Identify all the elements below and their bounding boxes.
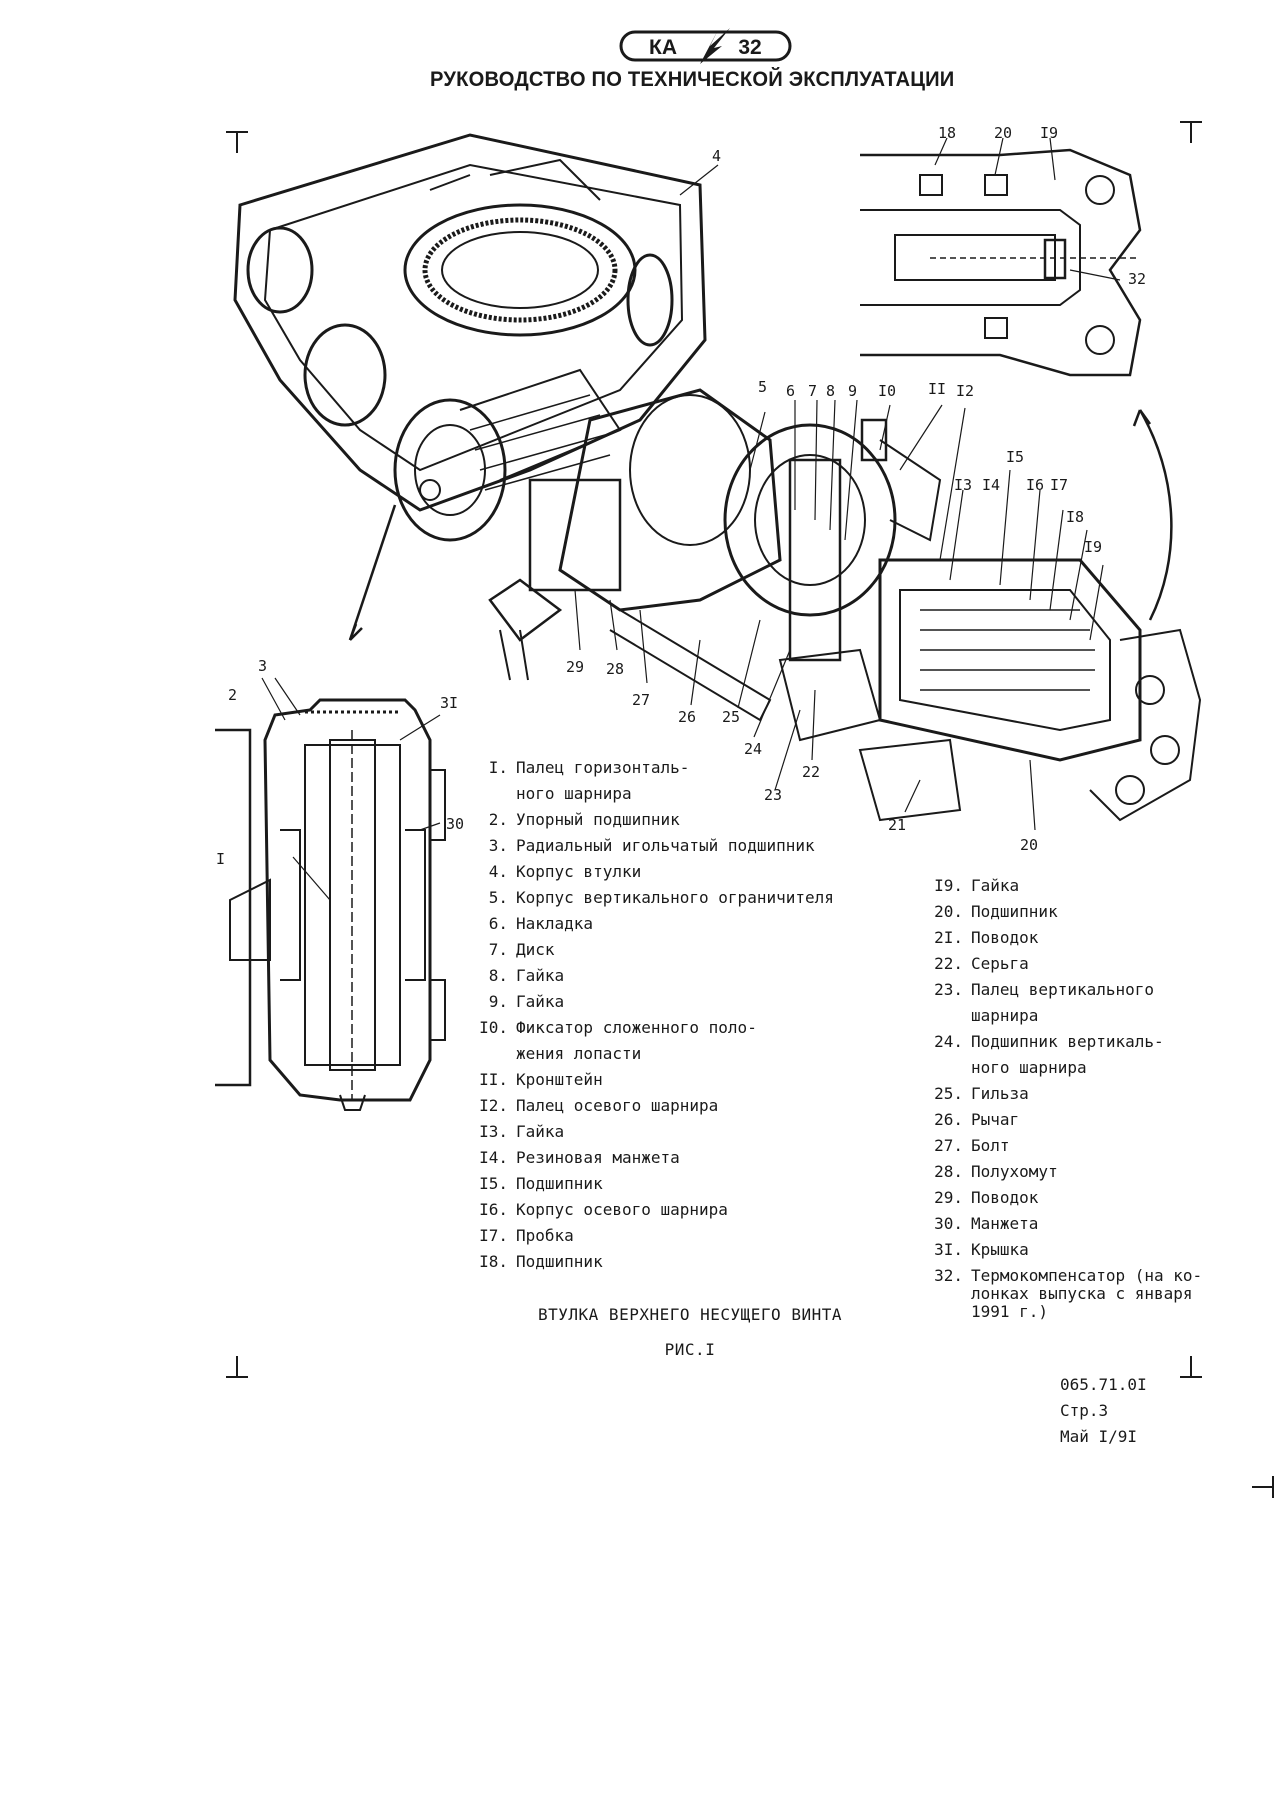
logo-text-left: КА <box>649 36 677 59</box>
thermo-compensator-inset <box>860 148 1173 621</box>
legend-item: I4.Резиновая манжета <box>479 1148 680 1167</box>
legend-item: 32.Термокомпенсатор (на ко- лонках выпус… <box>934 1266 1203 1321</box>
callout-19-inset: I9 <box>1040 124 1059 142</box>
parts-legend-right: I9.Гайка 20.Подшипник 2I.Поводок 22.Серь… <box>925 873 1202 1321</box>
hub-housing <box>233 133 707 512</box>
legend-item: I9.Гайка <box>934 876 1020 895</box>
horizontal-hinge <box>393 368 622 542</box>
callout-30: 30 <box>446 815 465 833</box>
legend-item: 24.Подшипник вертикаль- ного шарнира <box>934 1032 1164 1077</box>
legend-item: 26.Рычаг <box>934 1110 1020 1129</box>
legend-item: 5.Корпус вертикального ограничителя <box>488 888 834 907</box>
legend-item: I.Палец горизонталь- ного шарнира <box>488 758 690 803</box>
callout-5: 5 <box>758 378 768 396</box>
legend-item: 25.Гильза <box>934 1084 1029 1103</box>
callout-8: 8 <box>826 382 836 400</box>
crop-mark-bottom-right <box>1180 1356 1202 1378</box>
callout-27: 27 <box>632 691 651 709</box>
callout-15: I5 <box>1006 448 1025 466</box>
callout-20: 20 <box>1020 836 1039 854</box>
legend-item: 28.Полухомут <box>934 1162 1058 1181</box>
figure-number: РИС.I <box>664 1340 716 1359</box>
legend-item: 27.Болт <box>934 1136 1010 1155</box>
callout-29: 29 <box>566 658 585 676</box>
callout-13: I3 <box>954 476 973 494</box>
legend-item: 3.Радиальный игольчатый подшипник <box>488 836 815 855</box>
legend-item: 20.Подшипник <box>934 902 1058 921</box>
legend-item: I0.Фиксатор сложенного поло- жения лопас… <box>479 1018 757 1063</box>
document-info: 065.71.0I Стр.3 Май I/9I <box>1060 1372 1147 1450</box>
callout-21: 21 <box>888 816 907 834</box>
callout-4: 4 <box>712 147 722 165</box>
callout-14: I4 <box>982 476 1001 494</box>
callout-24: 24 <box>744 740 763 758</box>
callout-2: 2 <box>228 686 238 704</box>
legend-item: I5.Подшипник <box>479 1174 603 1193</box>
callout-16: I6 <box>1026 476 1045 494</box>
document-number: 065.71.0I <box>1060 1375 1147 1394</box>
callout-31: 3I <box>440 694 459 712</box>
crop-mark-top-left <box>226 131 248 153</box>
legend-item: 6.Накладка <box>488 914 594 933</box>
callout-18-inset: 18 <box>938 124 957 142</box>
parts-legend-left: I.Палец горизонталь- ного шарнира 2.Упор… <box>470 755 834 1275</box>
callout-11: II <box>928 380 947 398</box>
callout-6: 6 <box>786 382 796 400</box>
ka32-logo: КА 32 <box>619 28 792 64</box>
callout-19: I9 <box>1084 538 1103 556</box>
callout-26: 26 <box>678 708 697 726</box>
callout-22: 22 <box>802 763 821 781</box>
legend-item: 30.Манжета <box>934 1214 1039 1233</box>
crop-mark-bottom-left <box>226 1356 248 1378</box>
vertical-hinge <box>723 418 942 742</box>
legend-item: 2I.Поводок <box>934 928 1039 947</box>
legend-item: 2.Упорный подшипник <box>488 810 680 829</box>
callout-7: 7 <box>808 382 818 400</box>
legend-item: I6.Корпус осевого шарнира <box>479 1200 728 1219</box>
callout-28: 28 <box>606 660 625 678</box>
callout-10: I0 <box>878 382 897 400</box>
callout-17: I7 <box>1050 476 1069 494</box>
legend-item: 22.Серьга <box>934 954 1029 973</box>
callout-25: 25 <box>722 708 741 726</box>
revision-date: Май I/9I <box>1060 1427 1138 1446</box>
callout-12: I2 <box>956 382 975 400</box>
legend-item: 7.Диск <box>488 940 555 959</box>
callout-1: I <box>216 850 226 868</box>
legend-item: I8.Подшипник <box>479 1252 603 1271</box>
callout-32: 32 <box>1128 270 1147 288</box>
leader-lines <box>261 137 1121 901</box>
crop-mark-side <box>1252 1476 1274 1498</box>
crop-mark-top-right <box>1180 121 1202 143</box>
rotor-hub-drawing <box>215 133 1202 1111</box>
legend-item: II.Кронштейн <box>479 1070 603 1089</box>
legend-item: I2.Палец осевого шарнира <box>479 1096 719 1115</box>
callout-20-inset: 20 <box>994 124 1013 142</box>
legend-item: 23.Палец вертикального шарнира <box>934 980 1155 1025</box>
legend-item: 8.Гайка <box>488 966 565 985</box>
callout-3: 3 <box>258 657 268 675</box>
horizontal-hinge-section <box>215 504 446 1111</box>
legend-item: 4.Корпус втулки <box>488 862 642 881</box>
legend-item: I7.Пробка <box>479 1226 574 1245</box>
logo-text-right: 32 <box>738 36 761 59</box>
callout-23: 23 <box>764 786 783 804</box>
callout-9: 9 <box>848 382 858 400</box>
vertical-limiter <box>488 388 782 722</box>
legend-item: 29.Поводок <box>934 1188 1039 1207</box>
document-title: РУКОВОДСТВО ПО ТЕХНИЧЕСКОЙ ЭКСПЛУАТАЦИИ <box>430 68 955 91</box>
legend-item: 3I.Крышка <box>934 1240 1029 1259</box>
legend-item: I3.Гайка <box>479 1122 565 1141</box>
figure-caption: ВТУЛКА ВЕРХНЕГО НЕСУЩЕГО ВИНТА <box>538 1305 842 1324</box>
legend-item: 9.Гайка <box>488 992 565 1011</box>
axial-hinge <box>858 558 1202 822</box>
callout-18: I8 <box>1066 508 1085 526</box>
page-number: Стр.3 <box>1060 1401 1109 1420</box>
